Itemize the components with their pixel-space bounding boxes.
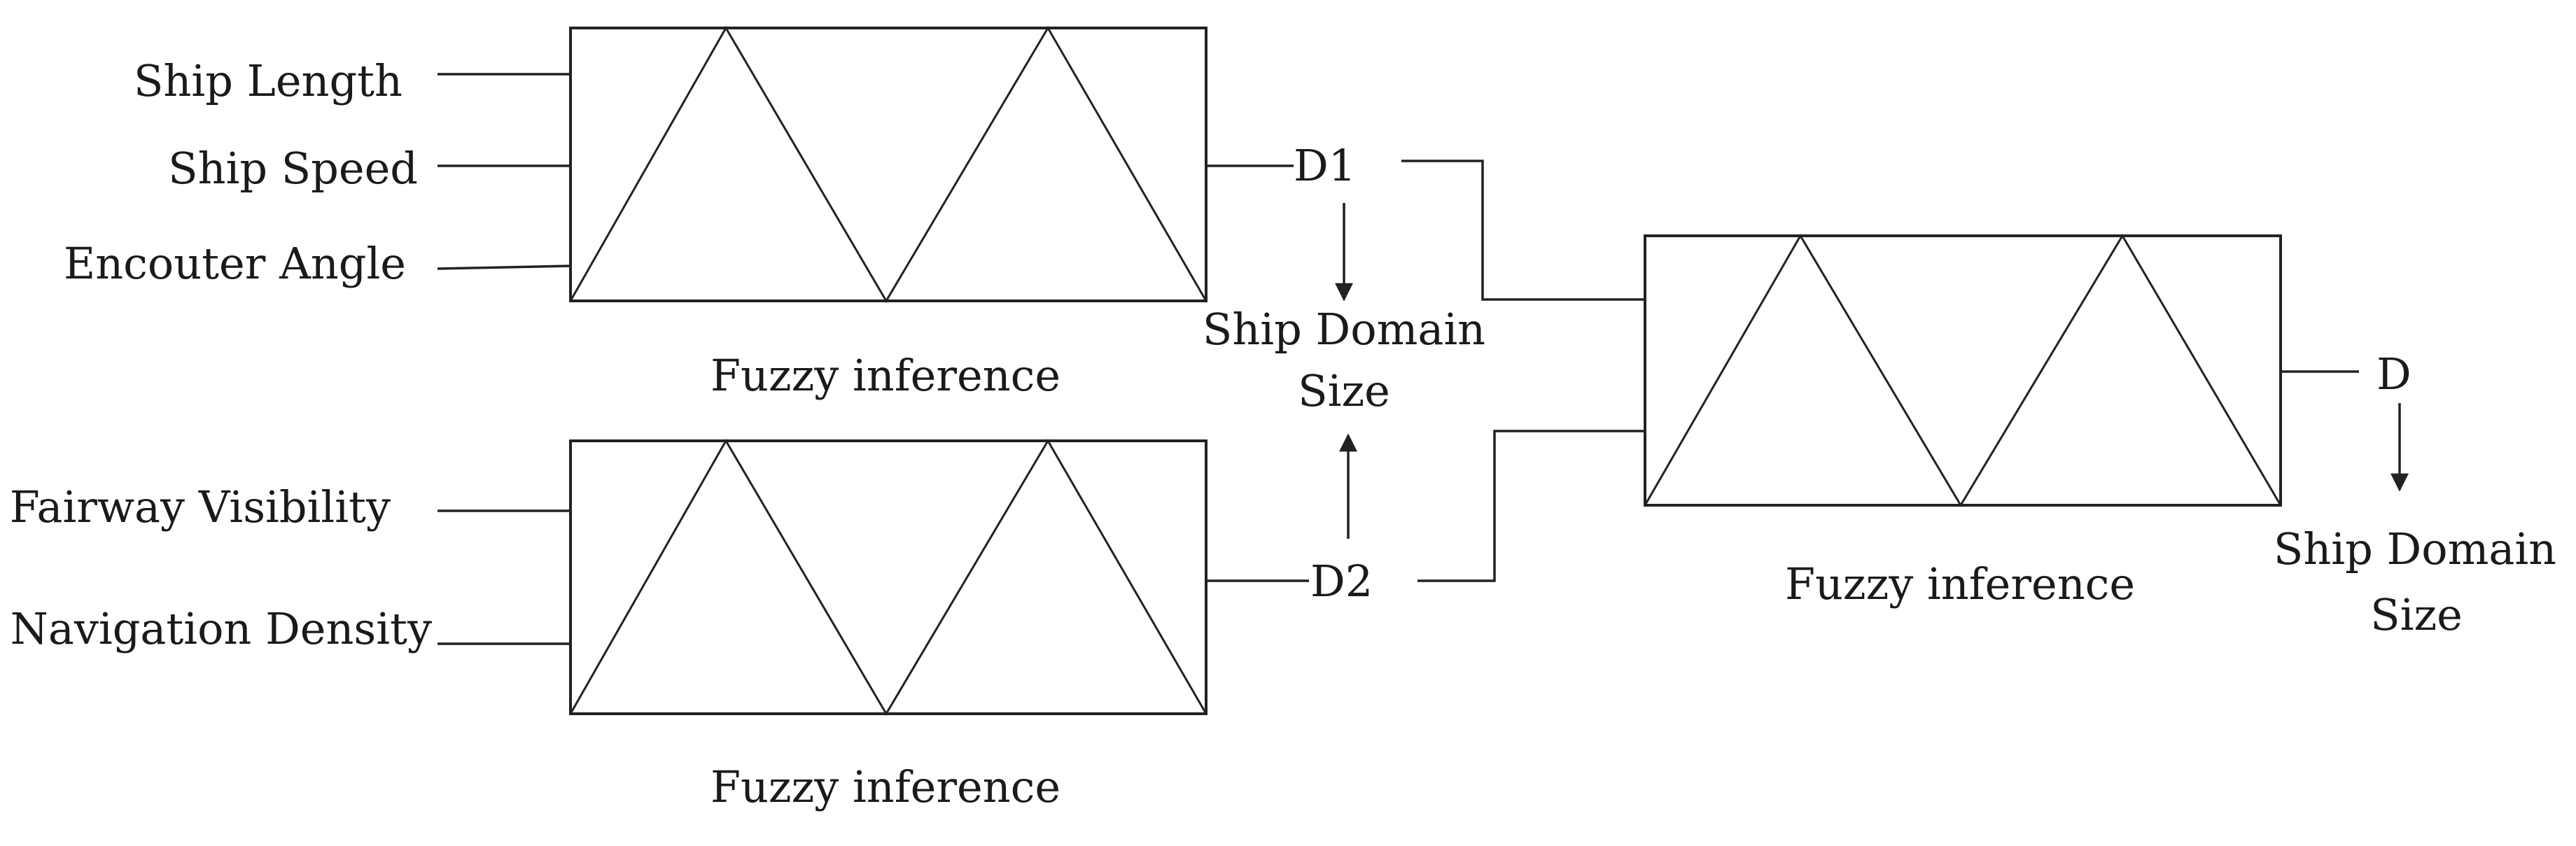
input-encounter-angle: Encouter Angle [64, 238, 406, 289]
center-result-line1: Ship Domain [1203, 304, 1485, 355]
connector-d2-to-right [1418, 430, 1645, 582]
output-d1: D1 [1294, 140, 1356, 191]
input-ship-speed: Ship Speed [168, 143, 418, 194]
fuzzy-block-right [1644, 234, 2282, 507]
output-d: D [2376, 348, 2412, 400]
final-result-line2: Size [2370, 589, 2463, 640]
final-result-line1: Ship Domain [2274, 523, 2556, 574]
input-line-encounter-angle [437, 265, 571, 270]
connector-d1-to-right [1401, 160, 1645, 301]
fuzzy-label-bottom: Fuzzy inference [710, 761, 1060, 812]
output-d2: D2 [1310, 556, 1373, 607]
input-ship-length: Ship Length [134, 55, 402, 106]
fuzzy-label-right: Fuzzy inference [1785, 558, 2135, 609]
fuzzy-block-top [569, 26, 1208, 303]
input-fairway-visibility: Fairway Visibility [10, 481, 391, 533]
fuzzy-block-bottom [569, 439, 1208, 716]
input-navigation-density: Navigation Density [10, 603, 432, 654]
center-result-line2: Size [1298, 365, 1390, 416]
fuzzy-label-top: Fuzzy inference [710, 350, 1060, 401]
